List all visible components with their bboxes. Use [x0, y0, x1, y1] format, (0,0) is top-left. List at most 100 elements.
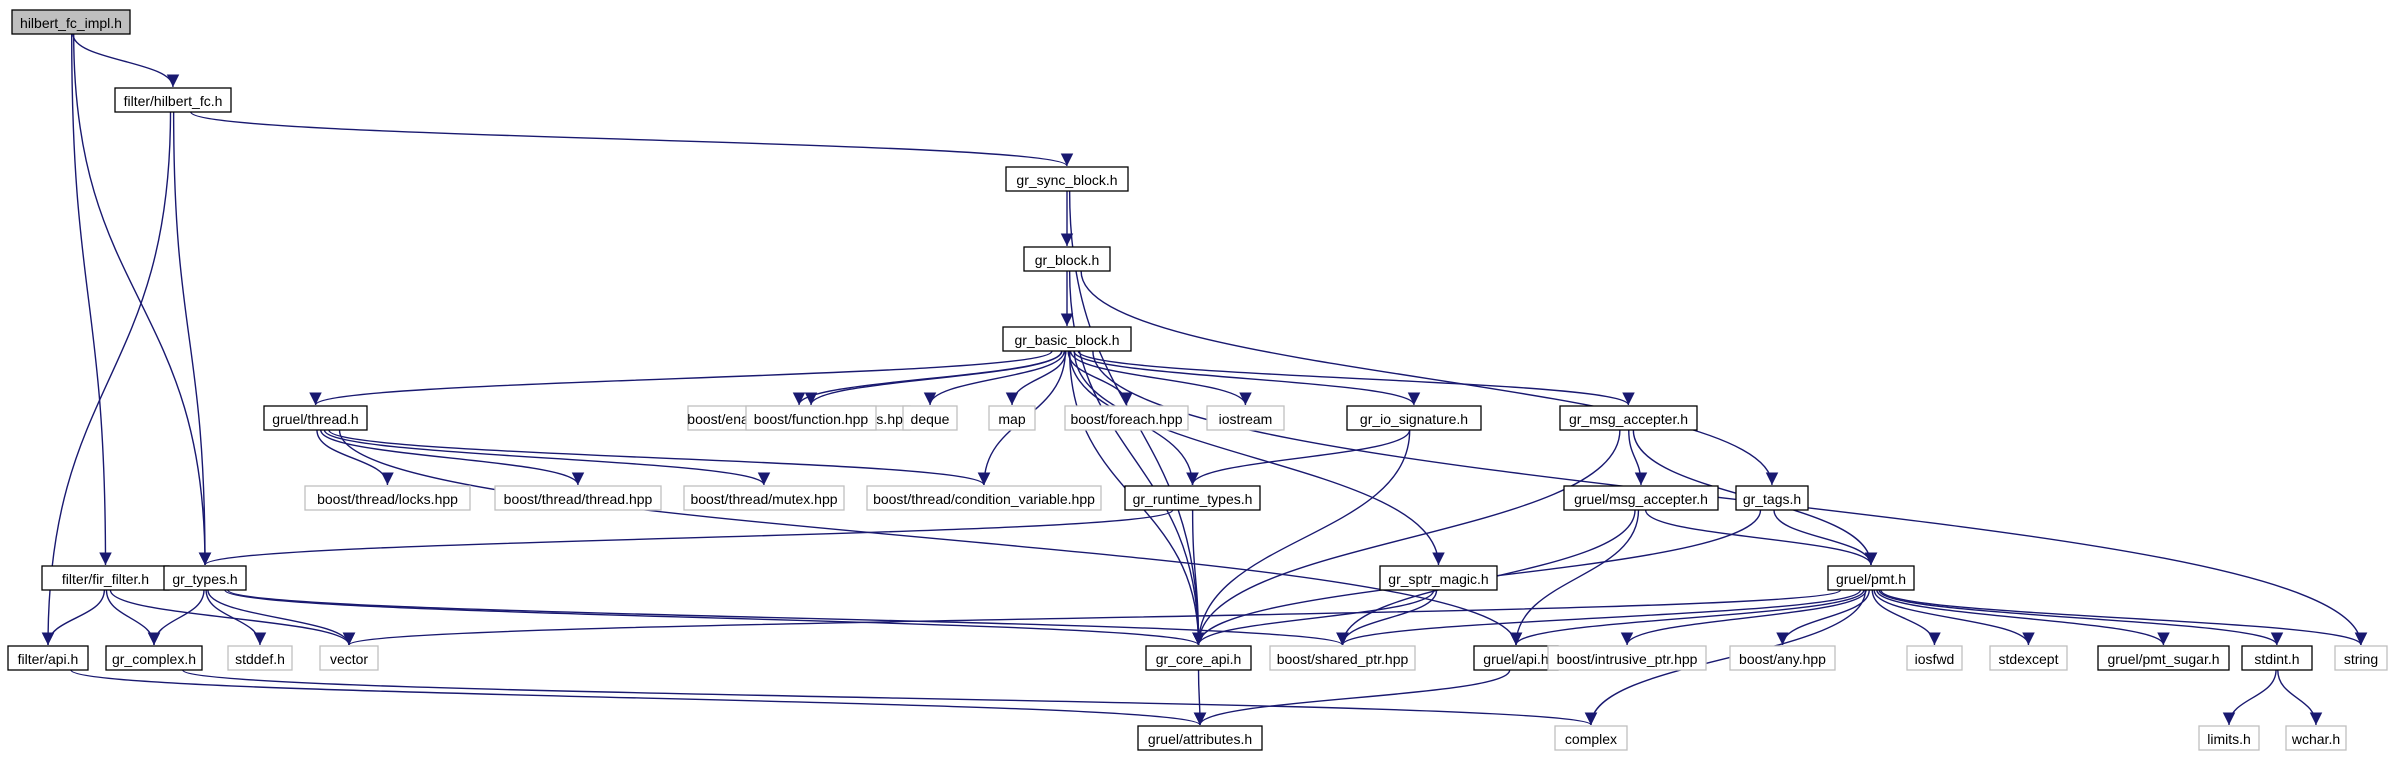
edge-gr-basic-block-h-to-gr-sptr-magic-h — [1073, 350, 1445, 566]
edge-gr-core-api-h-to-gruel-attributes-h — [1193, 669, 1207, 726]
node-gruel-pmt-sugar-h[interactable]: gruel/pmt_sugar.h — [2097, 645, 2230, 671]
node-boost-foreach: boost/foreach.hpp — [1064, 405, 1189, 431]
edge-gr-basic-block-h-to-iostream — [1069, 350, 1252, 406]
node-complex: complex — [1554, 725, 1628, 751]
node-box — [745, 405, 877, 431]
edge-gr-runtime-types-h-to-gr-types-h — [199, 509, 1174, 566]
edge-filter-hilbert-fc-h-to-gr-sync-block-h — [190, 111, 1073, 167]
node-gruel-api-h[interactable]: gruel/api.h — [1473, 645, 1559, 671]
node-box — [114, 87, 232, 113]
edge-filter-fir-filter-h-to-gr-complex-h — [105, 589, 161, 646]
nodes-layer: hilbert_fc_impl.h filter/hilbert_fc.h gr_s… — [7, 9, 2388, 751]
node-box — [2097, 645, 2230, 671]
node-gruel-msg-accepter-h[interactable]: gruel/msg_accepter.h — [1563, 485, 1719, 511]
node-gr-types-h[interactable]: gr_types.h — [163, 565, 247, 591]
edge-gruel-pmt-h-to-iosfwd — [1871, 589, 1941, 646]
edge-gruel-pmt-h-to-stdint-h — [1878, 589, 2284, 646]
node-gr-block-h[interactable]: gr_block.h — [1023, 246, 1111, 272]
node-gruel-thread-h[interactable]: gruel/thread.h — [263, 405, 368, 431]
node-gr-sptr-magic-h[interactable]: gr_sptr_magic.h — [1379, 565, 1498, 591]
node-box — [1137, 725, 1263, 751]
node-filter-api-h[interactable]: filter/api.h — [7, 645, 89, 671]
node-gruel-pmt-h[interactable]: gruel/pmt.h — [1827, 565, 1915, 591]
node-box — [1563, 485, 1719, 511]
node-box — [263, 405, 368, 431]
node-boost-shared-ptr: boost/shared_ptr.hpp — [1269, 645, 1416, 671]
node-label: gruel/api.h — [1483, 651, 1548, 667]
node-label: gr_core_api.h — [1156, 651, 1242, 667]
node-filter-fir-filter-h[interactable]: filter/fir_filter.h — [41, 565, 170, 591]
node-label: gruel/attributes.h — [1148, 731, 1252, 747]
edge-hilbert-fc-impl-h-to-filter-hilbert-fc-h — [72, 33, 180, 88]
edge-gruel-pmt-h-to-string — [1880, 589, 2368, 646]
node-gr-sync-block-h[interactable]: gr_sync_block.h — [1005, 166, 1129, 192]
node-label: boost/thread/locks.hpp — [317, 491, 458, 507]
node-label: wchar.h — [2291, 731, 2340, 747]
edge-gr-basic-block-h-to-gr-io-signature-h — [1073, 350, 1421, 406]
node-box — [163, 565, 247, 591]
node-gr-basic-block-h[interactable]: gr_basic_block.h — [1002, 326, 1132, 352]
edge-gruel-thread-h-to-boost-thread-locks — [316, 429, 394, 486]
node-boost-thread-locks: boost/thread/locks.hpp — [304, 485, 471, 511]
node-label: filter/hilbert_fc.h — [124, 93, 223, 109]
edge-filter-api-h-to-gruel-attributes-h — [70, 669, 1206, 726]
node-gr-runtime-types-h[interactable]: gr_runtime_types.h — [1124, 485, 1261, 511]
node-map: map — [988, 405, 1036, 431]
edge-gr-types-h-to-vector — [207, 589, 356, 646]
edge-gr-types-h-to-stddef-h — [205, 589, 267, 646]
node-box — [866, 485, 1102, 511]
node-stdint-h[interactable]: stdint.h — [2241, 645, 2313, 671]
node-label: filter/api.h — [18, 651, 79, 667]
node-label: gruel/msg_accepter.h — [1574, 491, 1708, 507]
node-gr-msg-accepter-h[interactable]: gr_msg_accepter.h — [1559, 405, 1698, 431]
node-stdexcept: stdexcept — [1989, 645, 2068, 671]
node-gr-core-api-h[interactable]: gr_core_api.h — [1145, 645, 1252, 671]
node-boost-intrusive-ptr: boost/intrusive_ptr.hpp — [1547, 645, 1707, 671]
node-label: complex — [1565, 731, 1617, 747]
node-limits-h: limits.h — [2198, 725, 2260, 751]
node-label: filter/fir_filter.h — [62, 571, 149, 587]
node-label: deque — [911, 411, 950, 427]
node-box — [1989, 645, 2068, 671]
node-label: gr_block.h — [1035, 252, 1100, 268]
edge-filter-hilbert-fc-h-to-filter-api-h — [41, 111, 172, 646]
edge-gr-block-h-to-gr-tags-h — [1080, 270, 1779, 486]
node-label: gr_complex.h — [112, 651, 196, 667]
node-label: gr_types.h — [172, 571, 237, 587]
node-label: gr_sync_block.h — [1016, 172, 1117, 188]
node-label: stdexcept — [1999, 651, 2059, 667]
edge-gruel-msg-accepter-h-to-gruel-pmt-h — [1644, 509, 1878, 566]
edge-filter-hilbert-fc-h-to-gr-types-h — [172, 111, 212, 566]
edge-gr-runtime-types-h-to-gr-core-api-h — [1191, 509, 1205, 646]
node-label: boost/thread/condition_variable.hpp — [873, 491, 1095, 507]
node-box — [683, 485, 845, 511]
edge-gr-msg-accepter-h-to-gruel-msg-accepter-h — [1628, 429, 1648, 486]
node-filter-hilbert-fc-h[interactable]: filter/hilbert_fc.h — [114, 87, 232, 113]
edge-gruel-pmt-h-to-gruel-api-h — [1509, 589, 1865, 646]
node-box — [1735, 485, 1809, 511]
node-gr-io-signature-h[interactable]: gr_io_signature.h — [1346, 405, 1482, 431]
edge-gruel-pmt-h-to-complex — [1584, 589, 1867, 726]
node-box — [105, 645, 203, 671]
edge-gruel-thread-h-to-gruel-api-h — [338, 429, 1523, 646]
edge-gruel-msg-accepter-h-to-gruel-api-h — [1509, 509, 1640, 646]
node-label: hilbert_fc_impl.h — [20, 15, 122, 31]
edge-gruel-pmt-h-to-stdexcept — [1873, 589, 2035, 646]
node-wchar-h: wchar.h — [2285, 725, 2347, 751]
node-gruel-attributes-h[interactable]: gruel/attributes.h — [1137, 725, 1263, 751]
node-label: stddef.h — [235, 651, 285, 667]
node-gr-tags-h[interactable]: gr_tags.h — [1735, 485, 1809, 511]
node-box — [304, 485, 471, 511]
node-gr-complex-h[interactable]: gr_complex.h — [105, 645, 203, 671]
node-hilbert-fc-impl-h[interactable]: hilbert_fc_impl.h — [11, 9, 131, 35]
edge-hilbert-fc-impl-h-to-gr-types-h — [72, 33, 212, 566]
node-box — [1145, 645, 1252, 671]
edge-gruel-api-h-to-gruel-attributes-h — [1193, 669, 1511, 726]
node-box — [1206, 405, 1285, 431]
node-box — [1547, 645, 1707, 671]
edge-gr-types-h-to-gr-core-api-h — [224, 589, 1205, 646]
node-box — [2285, 725, 2347, 751]
edge-gr-basic-block-h-to-boost-function — [804, 350, 1063, 406]
node-boost-function: boost/function.hpp — [745, 405, 877, 431]
